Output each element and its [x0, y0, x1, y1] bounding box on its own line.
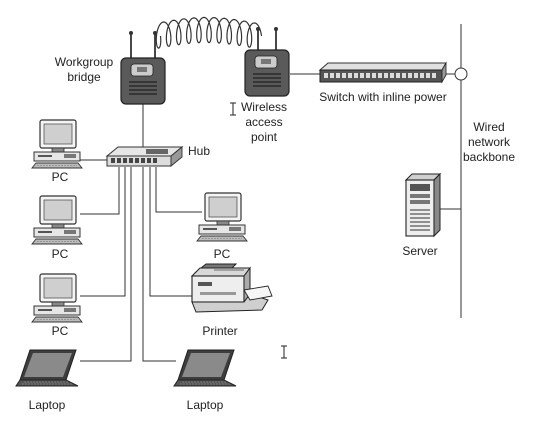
wireless-access-point-icon	[244, 27, 290, 97]
desktop-pc-icon	[31, 195, 83, 245]
desktop-pc-icon	[31, 273, 83, 323]
backbone-label-line3: backbone	[463, 150, 515, 164]
text-cursor-icon	[281, 345, 287, 359]
pc-label: PC	[214, 247, 231, 261]
workgroup-bridge-label-line2: bridge	[67, 70, 101, 84]
desktop-pc-icon	[196, 192, 248, 242]
hub-icon	[105, 146, 184, 167]
wireless-ap-label-line2: access	[245, 115, 282, 129]
wireless-ap-label-line3: point	[251, 130, 278, 144]
desktop-pc-icon	[31, 119, 83, 169]
laptop-label: Laptop	[187, 398, 224, 412]
laptop-label: Laptop	[29, 398, 66, 412]
workgroup-bridge-icon	[120, 31, 166, 105]
backbone-label-line2: network	[468, 135, 511, 149]
backbone-connector	[454, 67, 468, 81]
printer-icon	[190, 263, 273, 313]
printer-label: Printer	[202, 324, 237, 338]
server-label: Server	[402, 244, 437, 258]
pc-label: PC	[52, 247, 69, 261]
laptop-icon	[173, 349, 237, 387]
network-links	[80, 24, 462, 362]
workgroup-bridge-label-line1: Workgroup	[55, 55, 114, 69]
switch-icon	[318, 61, 447, 84]
text-cursor-icon	[230, 102, 236, 116]
laptop-icon	[15, 349, 79, 387]
pc-label: PC	[52, 170, 69, 184]
wireless-ap-label-line1: Wireless	[241, 100, 287, 114]
wireless-link	[155, 16, 263, 49]
server-tower-icon	[404, 172, 442, 238]
backbone-label-line1: Wired	[473, 120, 504, 134]
switch-label: Switch with inline power	[319, 90, 446, 104]
pc-label: PC	[52, 324, 69, 338]
hub-label: Hub	[188, 144, 210, 158]
